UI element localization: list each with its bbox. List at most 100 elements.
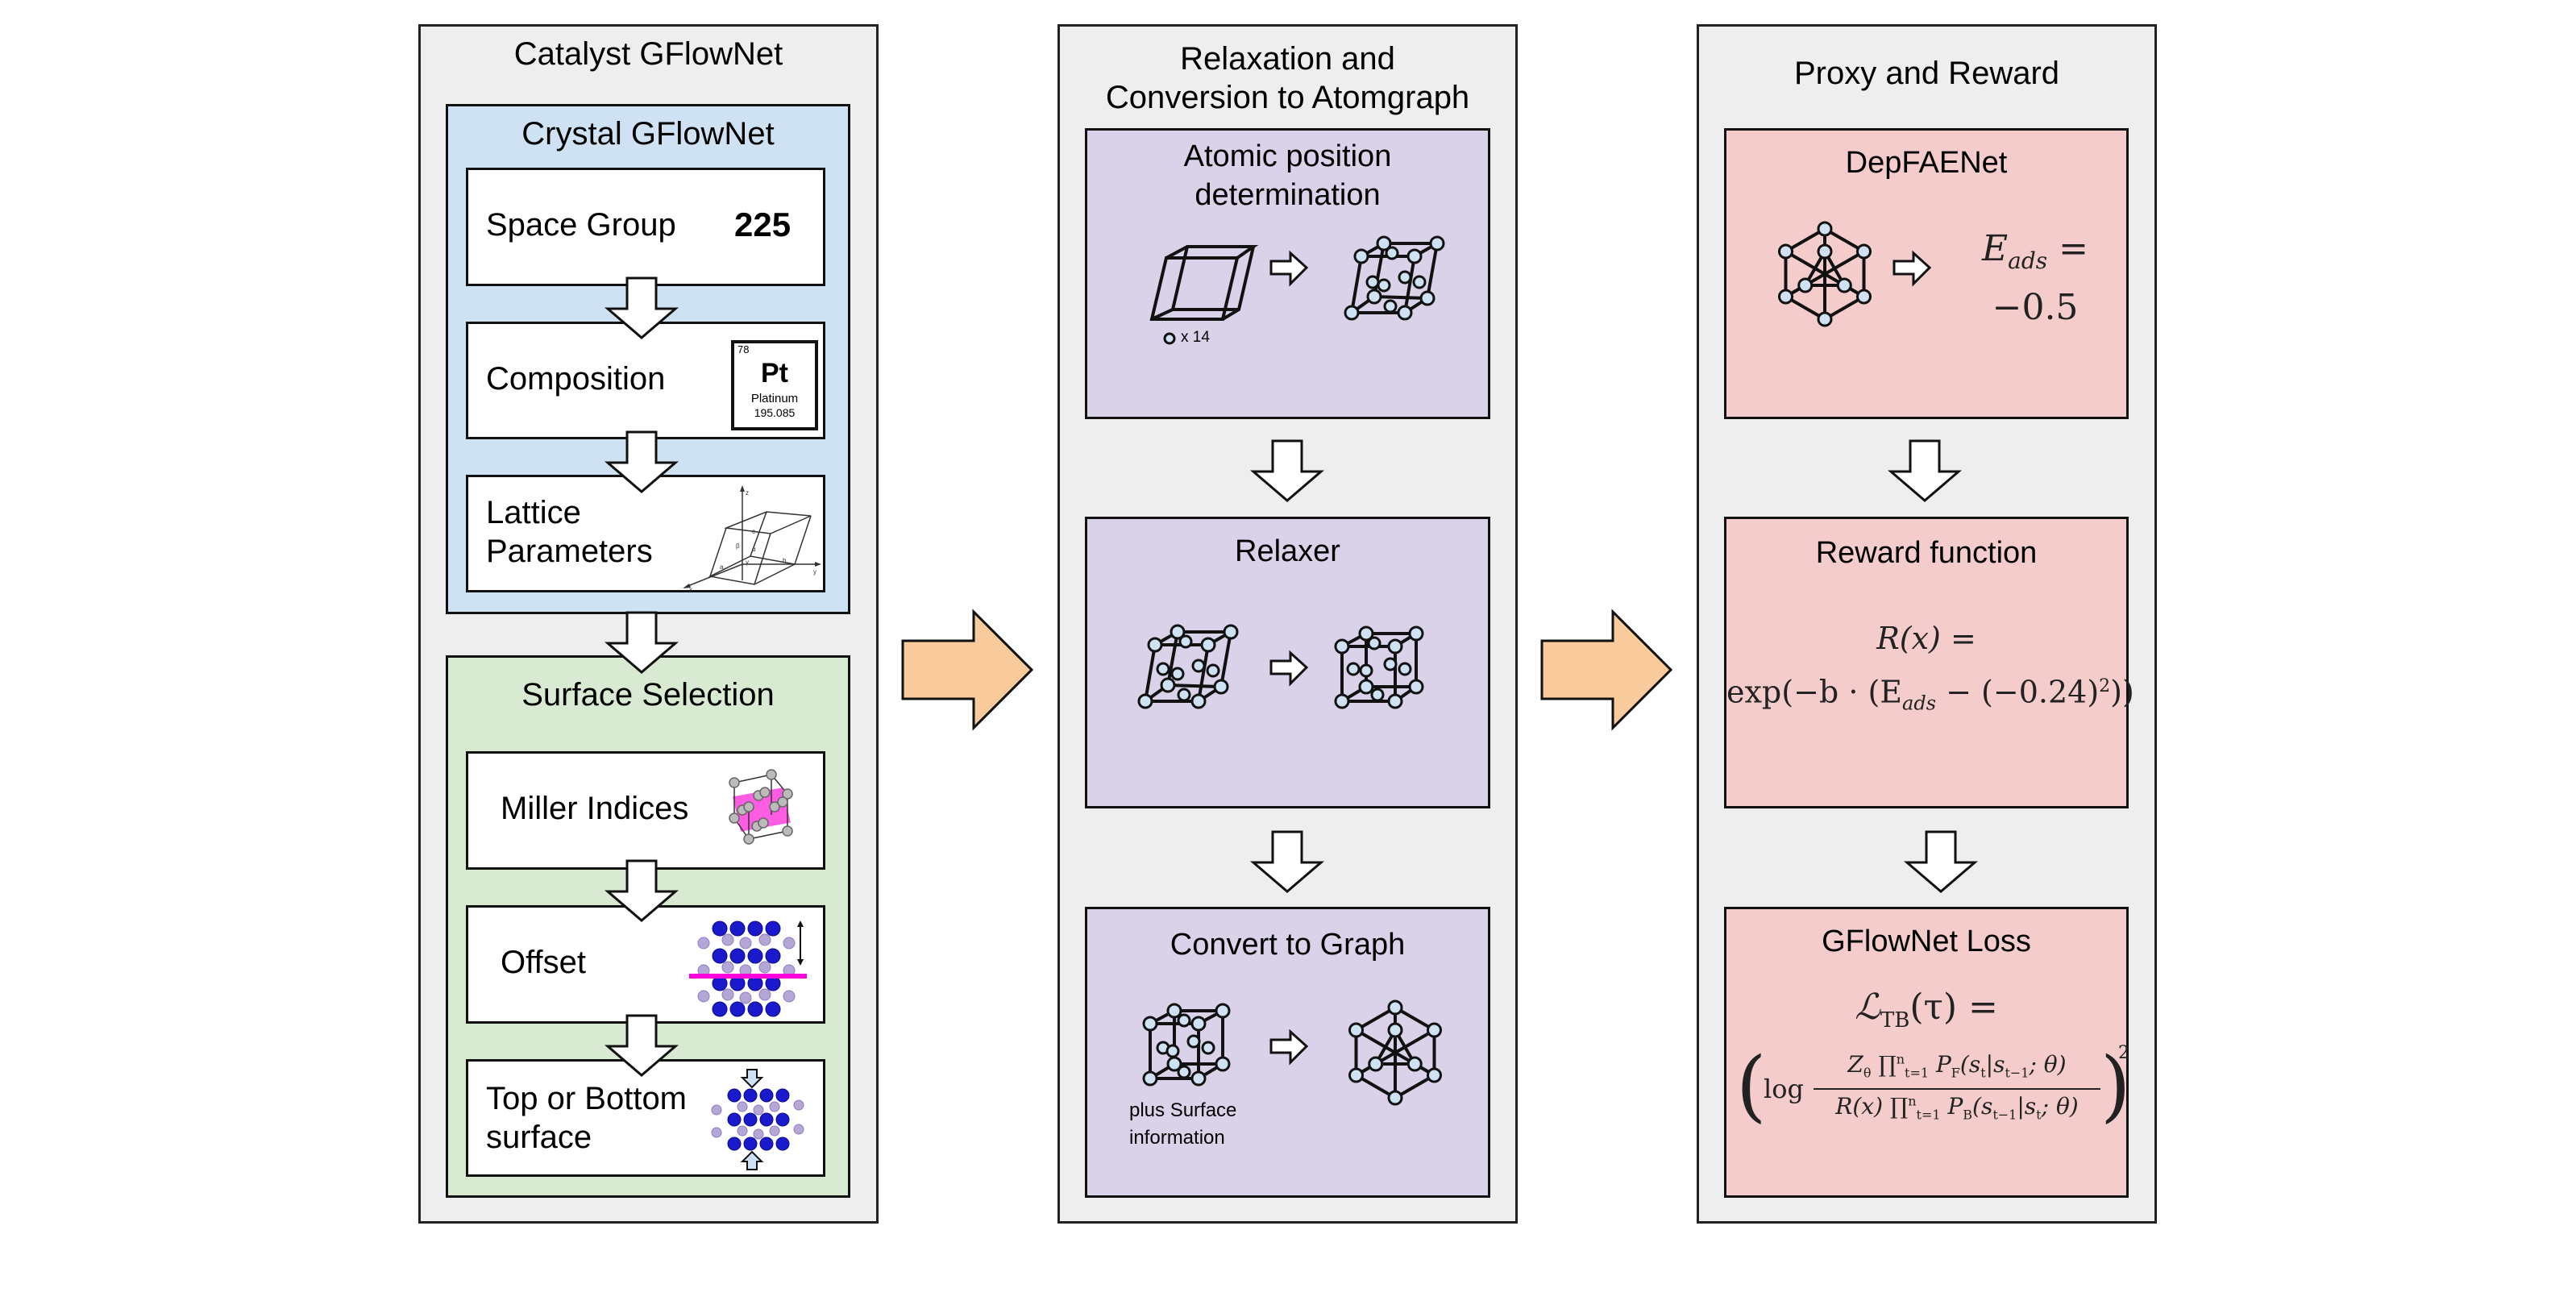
graph-node — [1368, 1056, 1384, 1072]
reward-formula: R(x) = exp(−b · (Eads − (−0.24)2)) — [1726, 614, 2134, 727]
stage-title: DepFAENet — [1845, 146, 2008, 180]
graph-node — [1406, 1056, 1423, 1072]
stage-title: GFlowNet Loss — [1822, 925, 2031, 958]
predicted-energy-value: −0.5 — [1992, 286, 2079, 328]
loss-denominator: R(x) ∏nt=1 PB(st−1|st; θ) — [1835, 1093, 2079, 1123]
down-arrow-icon — [1249, 830, 1325, 893]
stage-title: Convert to Graph — [1170, 928, 1406, 962]
empty-unit-cell-icon — [1149, 245, 1259, 321]
top-surface-arrow-icon — [740, 1069, 764, 1089]
right-arrow-icon — [1269, 250, 1309, 287]
energy-symbol: E — [1982, 228, 2009, 269]
axis-y-label: y — [813, 568, 816, 576]
stage-title: Relaxer — [1235, 534, 1340, 568]
graph-node — [1817, 311, 1833, 327]
reward-formula-line2: exp(−b · (Eads − (−0.24)2)) — [1726, 674, 2134, 715]
loss-formula-lhs: ℒTB(τ) = — [1855, 987, 1998, 1033]
relaxed-cell-icon — [1334, 625, 1424, 709]
offset-card: Offset — [466, 905, 825, 1024]
panel-title-line2: Conversion to Atomgraph — [1105, 80, 1470, 115]
top-bottom-label-line2: surface — [486, 1120, 592, 1155]
atom-count-icon — [1163, 332, 1176, 345]
axis-x-label: x — [689, 586, 692, 593]
edge-b-label: b — [783, 557, 787, 564]
miller-plane-crystal-icon — [729, 769, 793, 845]
offset-plane-line — [689, 974, 807, 979]
panel-title-line1: Relaxation and — [1180, 41, 1395, 77]
down-arrow-icon — [604, 859, 679, 922]
atom-count-caption: x 14 — [1181, 329, 1210, 346]
reward-function-stage: Reward function R(x) = exp(−b · (Eads − … — [1724, 517, 2134, 808]
down-arrow-icon — [1249, 439, 1325, 502]
filled-unit-cell-icon — [1344, 235, 1445, 321]
lattice-axes-icon: z y x a b c α β γ — [683, 485, 821, 593]
down-arrow-icon — [1903, 830, 1979, 893]
right-arrow-icon — [1269, 650, 1309, 687]
lattice-label-line2: Parameters — [486, 534, 653, 569]
down-arrow-icon — [604, 611, 679, 674]
group-title: Surface Selection — [521, 677, 775, 713]
graph-node — [1426, 1067, 1442, 1083]
element-symbol: Pt — [761, 358, 788, 389]
energy-subscript: ads — [2008, 247, 2048, 274]
panel-title: Catalyst GFlowNet — [513, 36, 783, 72]
miller-indices-card: Miller Indices — [466, 751, 825, 870]
atom-graph-icon — [1348, 999, 1442, 1106]
unit-cell-icon — [1142, 1003, 1231, 1087]
graph-node — [1778, 243, 1794, 260]
down-arrow-icon — [604, 276, 679, 339]
graph-node — [1348, 1067, 1365, 1083]
atom-graph-icon — [1778, 221, 1872, 327]
graph-node — [1387, 1022, 1403, 1038]
graph-node — [1348, 1022, 1365, 1038]
graph-node — [1426, 1022, 1442, 1038]
offset-slab-icon — [689, 920, 807, 1017]
panel-title: Proxy and Reward — [1793, 56, 2060, 91]
reward-formula-line1: R(x) = — [1876, 621, 1976, 656]
graph-node — [1387, 999, 1403, 1016]
space-group-card: Space Group 225 — [466, 168, 825, 286]
convert-to-graph-stage: Convert to Graph plus Surface informatio… — [1085, 907, 1490, 1198]
bottom-surface-arrow-icon — [740, 1150, 764, 1170]
unrelaxed-cell-icon — [1137, 624, 1239, 709]
angle-gamma-label: γ — [746, 559, 749, 566]
graph-node — [1387, 1090, 1403, 1106]
top-bottom-slab-icon — [711, 1069, 804, 1170]
edge-c-label: c — [752, 528, 755, 535]
down-arrow-icon — [1887, 439, 1963, 502]
stage-title-line2: determination — [1195, 178, 1381, 212]
right-arrow-icon — [1269, 1028, 1309, 1066]
axis-z-label: z — [746, 489, 749, 497]
graph-node — [1778, 289, 1794, 305]
graph-node — [1797, 277, 1814, 293]
platinum-element-tile: 78 Pt Platinum 195.085 — [731, 340, 818, 430]
equals-sign: = — [2047, 228, 2088, 269]
relaxer-stage: Relaxer — [1085, 517, 1490, 808]
composition-card: Composition 78 Pt Platinum 195.085 — [466, 322, 825, 439]
offset-label: Offset — [501, 945, 586, 980]
graph-caption-line2: information — [1129, 1127, 1225, 1149]
space-group-value: 225 — [734, 206, 791, 243]
loss-formula-rhs: ( log Zθ ∏nt=1 PF(st|st−1; θ) R(x) ∏nt=1… — [1736, 1041, 2131, 1131]
lattice-label-line1: Lattice — [486, 495, 581, 530]
angle-beta-label: β — [736, 542, 740, 550]
graph-caption-line1: plus Surface — [1129, 1099, 1237, 1121]
graph-node — [1817, 221, 1833, 237]
composition-label: Composition — [486, 361, 666, 397]
lattice-parameters-card: Lattice Parameters z y x a b c α β γ — [466, 475, 825, 593]
depfaenet-stage: DepFAENet Eads = −0.5 — [1724, 128, 2129, 419]
down-arrow-icon — [604, 430, 679, 493]
flow-arrow-icon — [1540, 609, 1673, 731]
miller-indices-label: Miller Indices — [501, 791, 689, 826]
flow-arrow-icon — [901, 609, 1034, 731]
angle-alpha-label: α — [752, 546, 756, 553]
atomic-number: 78 — [737, 343, 750, 355]
edge-a-label: a — [720, 563, 724, 571]
graph-node — [1817, 243, 1833, 260]
group-title: Crystal GFlowNet — [521, 116, 775, 152]
graph-node — [1855, 289, 1872, 305]
gflownet-loss-stage: GFlowNet Loss ℒTB(τ) = ( log Zθ ∏nt=1 PF… — [1724, 907, 2131, 1198]
element-name: Platinum — [750, 392, 799, 405]
stage-title-line1: Atomic position — [1183, 139, 1392, 173]
space-group-label: Space Group — [486, 207, 676, 243]
